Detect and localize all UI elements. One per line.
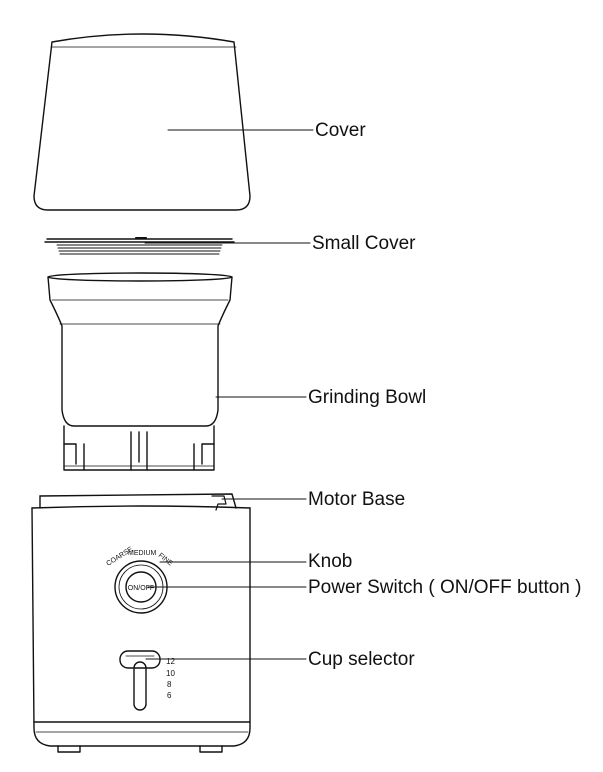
cup-selector-part — [119, 650, 161, 711]
cup-value-8: 8 — [167, 680, 172, 689]
label-cover: Cover — [315, 120, 366, 141]
cover-part — [33, 33, 251, 211]
label-knob: Knob — [308, 551, 353, 572]
cup-value-12: 12 — [166, 657, 175, 666]
label-cup-selector: Cup selector — [308, 649, 415, 670]
label-grinding-bowl: Grinding Bowl — [308, 387, 427, 408]
leader-lines — [144, 129, 314, 660]
label-motor-base: Motor Base — [308, 489, 406, 510]
label-power-switch: Power Switch ( ON/OFF button ) — [308, 577, 582, 598]
knob-label-fine: FINE — [157, 552, 174, 568]
motor-base-part — [31, 493, 251, 753]
cup-value-10: 10 — [166, 669, 175, 678]
cup-value-6: 6 — [167, 691, 172, 700]
label-small-cover: Small Cover — [312, 233, 416, 254]
power-button-label: ON/OFF — [128, 585, 154, 592]
knob-label-medium: MEDIUM — [128, 550, 157, 557]
grinding-bowl-part — [47, 272, 233, 471]
small-cover-part — [44, 237, 235, 255]
